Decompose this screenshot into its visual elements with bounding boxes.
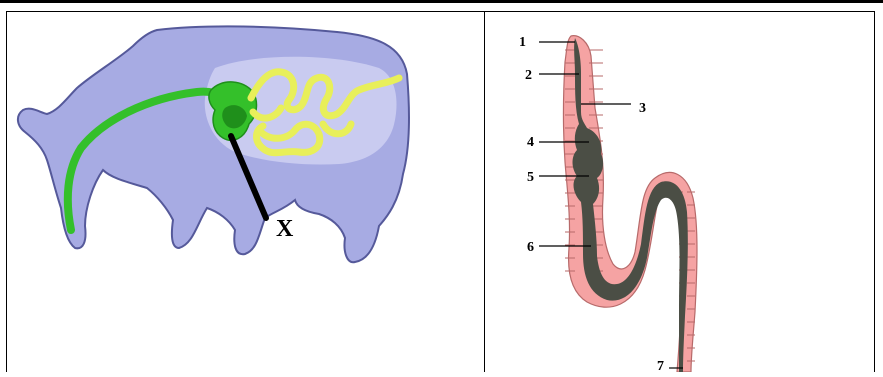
worm-label-lines xyxy=(539,42,683,368)
worm-label-3: 3 xyxy=(639,101,646,116)
top-border-fragment xyxy=(0,0,883,3)
worm-label-2: 2 xyxy=(525,68,532,83)
cow-digestive-panel: X xyxy=(7,12,483,372)
cow-diagram: X xyxy=(7,12,483,372)
worm-label-1: 1 xyxy=(519,35,526,50)
worm-label-5: 5 xyxy=(527,170,534,185)
worm-digestive-panel: 1 2 3 4 5 6 7 xyxy=(485,12,874,372)
worm-label-7: 7 xyxy=(657,359,664,372)
worm-diagram: 1 2 3 4 5 6 7 xyxy=(485,12,874,372)
worm-label-4: 4 xyxy=(527,135,534,150)
pointer-label-x: X xyxy=(276,216,294,242)
worm-label-6: 6 xyxy=(527,240,534,255)
